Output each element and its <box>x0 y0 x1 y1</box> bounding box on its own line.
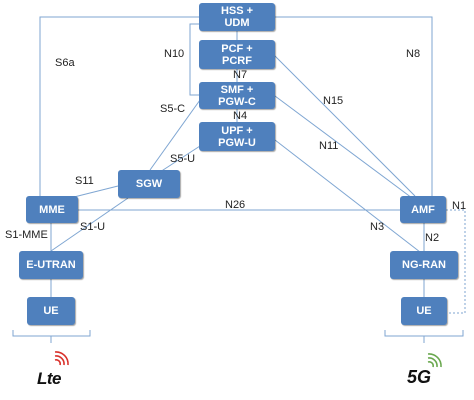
lte-ue-node: UE <box>27 297 75 325</box>
amf-node: AMF <box>400 196 446 223</box>
n7-label: N7 <box>233 69 248 81</box>
n1-link <box>446 209 466 314</box>
n15-link <box>274 55 416 197</box>
amf-label: AMF <box>411 203 435 216</box>
fiveg-ue-label: UE <box>416 305 432 317</box>
n10-label: N10 <box>164 48 185 60</box>
lte-bracket <box>12 330 91 337</box>
hss-line2: UDM <box>224 17 250 29</box>
hss-line1: HSS + <box>220 5 254 17</box>
n15-label: N15 <box>323 95 344 107</box>
lte-logo: Lte <box>37 369 62 388</box>
pcf-line1: PCF + <box>221 42 253 55</box>
fiveg-logo-signal <box>427 353 442 368</box>
hss-udm-node: HSS +UDM <box>199 3 275 31</box>
n1-label: N1 <box>452 200 467 212</box>
fiveg-bracket <box>384 330 464 337</box>
pcf-line2: PCRF <box>222 54 252 67</box>
s1mme-label: S1-MME <box>5 229 48 241</box>
n8-link <box>275 16 433 196</box>
upf-line2: PGW-U <box>218 136 256 149</box>
pcf-pcrf-node: PCF +PCRF <box>199 40 275 69</box>
sgw-label: SGW <box>135 178 163 190</box>
lte-ue-label: UE <box>43 305 59 317</box>
n11-link <box>274 95 413 199</box>
n2-label: N2 <box>425 232 440 244</box>
s6a-link <box>39 16 199 196</box>
ngran-label: NG-RAN <box>402 259 446 271</box>
smf-line2: PGW-C <box>218 95 256 108</box>
fiveg-logo: 5G <box>407 367 432 387</box>
sgw-node: SGW <box>118 170 180 198</box>
n26-label: N26 <box>225 199 246 211</box>
ngran-node: NG-RAN <box>390 251 458 279</box>
smf-line1: SMF + <box>220 83 254 96</box>
s5c-label: S5-C <box>160 103 186 115</box>
mme-label: MME <box>39 203 65 216</box>
s1u-link <box>50 197 129 252</box>
n11-label: N11 <box>319 140 339 152</box>
s5u-link <box>159 145 201 173</box>
fiveg-ue-node: UE <box>401 297 447 325</box>
s5c-link <box>149 99 201 171</box>
upf-line1: UPF + <box>221 124 253 137</box>
s1u-label: S1-U <box>80 221 106 233</box>
n3-label: N3 <box>370 221 385 233</box>
n10-link <box>189 23 199 96</box>
n4-label: N4 <box>233 110 248 122</box>
eutran-node: E-UTRAN <box>19 251 83 279</box>
n8-label: N8 <box>406 48 421 60</box>
lte-logo-signal <box>54 351 69 366</box>
smf-pgwc-node: SMF +PGW-C <box>199 82 275 109</box>
eutran-label: E-UTRAN <box>26 259 76 271</box>
s5u-label: S5-U <box>170 153 196 165</box>
n3-link <box>274 139 421 253</box>
upf-pgwu-node: UPF +PGW-U <box>199 122 275 151</box>
s6a-label: S6a <box>55 57 75 69</box>
mme-node: MME <box>26 196 78 223</box>
s11-label: S11 <box>75 175 94 187</box>
